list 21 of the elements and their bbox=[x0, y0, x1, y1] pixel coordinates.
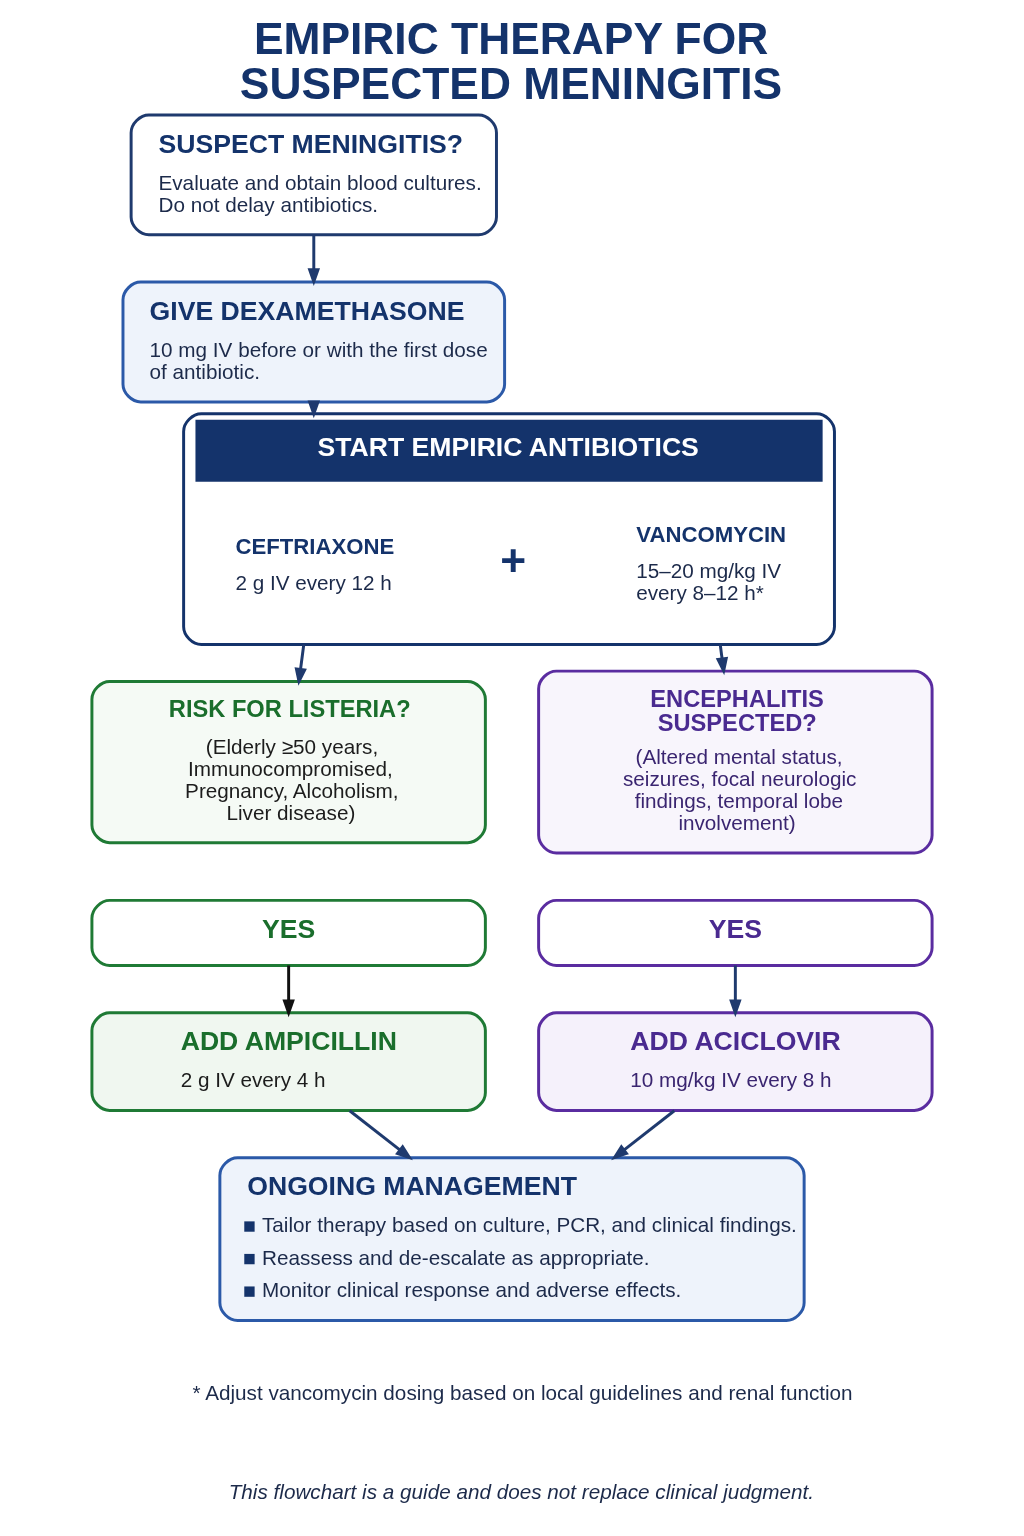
arrow bbox=[348, 1109, 413, 1161]
node-box: ONGOING MANAGEMENT Tailor therapy based on culture, PCR, and clinical findings. Reassess and de-escalate as appropriate. Monitor clinical response and adverse effects. bbox=[218, 1156, 806, 1322]
label: * Adjust vancomycin dosing based on local guidelines and renal function bbox=[192, 1380, 853, 1404]
node-box: YES bbox=[90, 898, 487, 967]
arrow bbox=[294, 644, 307, 686]
node-box: ADD ACICLOVIR 10 mg/kg IV every 8 h bbox=[537, 1011, 934, 1112]
node-text: VANCOMYCIN 15–20 mg/kg IV every 8–12 h* bbox=[636, 522, 787, 605]
node-box: ADD AMPICILLIN 2 g IV every 4 h bbox=[90, 1011, 487, 1112]
node-box: SUSPECT MENINGITIS? Evaluate and obtain blood cultures. Do not delay antibiotics. bbox=[129, 113, 498, 237]
arrow bbox=[715, 644, 729, 676]
node-box: YES bbox=[537, 898, 934, 967]
arrow bbox=[282, 965, 295, 1018]
arrow bbox=[307, 235, 320, 287]
node-box: ENCEPHALITIS SUSPECTED? (Altered mental status, seizures, focal neurologic findings, temporal lobe involvement) bbox=[537, 669, 934, 855]
node-box: RISK FOR LISTERIA? (Elderly ≥50 years, Immunocompromised, Pregnancy, Alcoholism, Liver disease) bbox=[90, 680, 487, 845]
arrow bbox=[611, 1109, 676, 1161]
node-text: CEFTRIAXONE 2 g IV every 12 h bbox=[235, 534, 395, 595]
label: + bbox=[500, 535, 527, 585]
label: This flowchart is a guide and does not replace clinical judgment. bbox=[228, 1480, 815, 1503]
arrow bbox=[729, 965, 742, 1018]
diagram-title: EMPIRIC THERAPY FOR SUSPECTED MENINGITIS bbox=[239, 14, 783, 108]
